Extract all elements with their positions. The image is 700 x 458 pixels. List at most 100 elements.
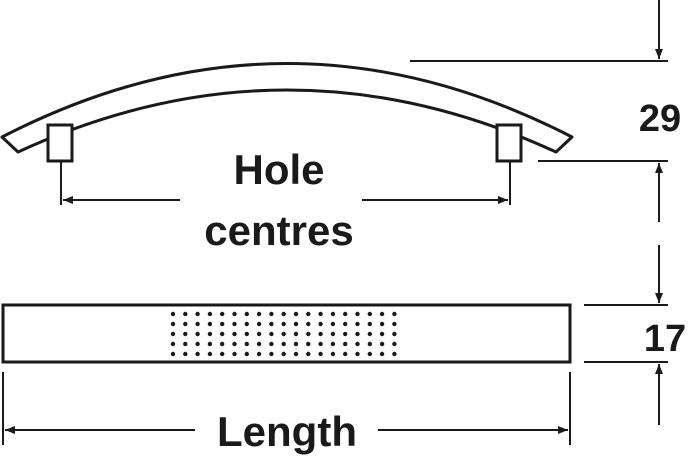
pattern-dot — [318, 321, 323, 327]
pattern-dot — [306, 341, 311, 347]
pattern-dot — [170, 331, 176, 337]
pattern-dot — [207, 311, 213, 317]
pattern-dot — [367, 311, 372, 317]
pattern-dot — [318, 311, 323, 317]
length-dimension — [2, 372, 571, 445]
pattern-dot — [195, 351, 200, 357]
pattern-dot — [355, 311, 360, 317]
pattern-dot — [183, 321, 188, 327]
pattern-dot — [392, 341, 397, 347]
pattern-dot — [343, 341, 348, 347]
pattern-dot — [306, 321, 311, 327]
pattern-dot — [318, 351, 323, 357]
pattern-dot — [379, 331, 385, 337]
pattern-dot — [293, 311, 299, 317]
pattern-dot — [379, 321, 385, 327]
hole-label: Hole — [233, 146, 324, 193]
pattern-dot — [183, 311, 188, 317]
pattern-dot — [195, 331, 200, 337]
pattern-dot — [293, 341, 299, 347]
pattern-dot — [195, 311, 200, 317]
pattern-dot — [183, 351, 188, 357]
pattern-dot — [392, 351, 397, 357]
pattern-dot — [355, 321, 360, 327]
pattern-dot — [343, 311, 348, 317]
pattern-dot — [367, 341, 372, 347]
width-value: 17 — [644, 318, 686, 360]
pattern-dot — [232, 321, 237, 327]
pattern-dot — [379, 341, 385, 347]
pattern-dot — [281, 341, 286, 347]
pattern-dot — [256, 331, 262, 337]
pattern-dot — [269, 321, 274, 327]
pattern-dot — [207, 341, 213, 347]
pattern-dot — [170, 321, 176, 327]
pattern-dot — [232, 331, 237, 337]
pattern-dot — [183, 331, 188, 337]
pattern-dot — [256, 311, 262, 317]
pattern-dot — [170, 311, 176, 317]
handle-top-view — [1, 303, 572, 364]
pattern-dot — [220, 351, 225, 357]
pattern-dot — [220, 321, 225, 327]
pattern-dot — [392, 311, 397, 317]
pattern-dot — [244, 321, 249, 327]
pattern-dot — [306, 331, 311, 337]
pattern-dot — [207, 321, 213, 327]
centres-label: centres — [204, 207, 353, 254]
pattern-dot — [281, 311, 286, 317]
pattern-dot — [306, 311, 311, 317]
pattern-dot — [293, 321, 299, 327]
pattern-dot — [269, 341, 274, 347]
pattern-dot — [392, 331, 397, 337]
pattern-dot — [220, 311, 225, 317]
pattern-dot — [256, 321, 262, 327]
pattern-dot — [269, 331, 274, 337]
pattern-dot — [195, 321, 200, 327]
pattern-dot — [220, 331, 225, 337]
pattern-dot — [183, 341, 188, 347]
pattern-dot — [343, 351, 348, 357]
height-dimension — [410, 0, 668, 222]
pattern-dot — [281, 321, 286, 327]
pattern-dot — [343, 321, 348, 327]
height-value: 29 — [639, 98, 681, 140]
pattern-dot — [281, 331, 286, 337]
pattern-dot — [170, 351, 176, 357]
length-label: Length — [217, 408, 357, 455]
hole-centres-dimension — [60, 161, 511, 205]
pattern-dot — [392, 321, 397, 327]
handle-bar-outline — [1, 303, 572, 364]
pattern-dot — [379, 351, 385, 357]
pattern-dot — [244, 311, 249, 317]
pattern-dot — [269, 311, 274, 317]
pattern-dot — [318, 331, 323, 337]
pattern-dot — [256, 341, 262, 347]
pattern-dot — [232, 311, 237, 317]
handle-bow-outline — [0, 62, 574, 154]
pattern-dot — [330, 311, 336, 317]
pattern-dot — [293, 351, 299, 357]
pattern-dot — [330, 341, 336, 347]
left-leg — [46, 123, 74, 163]
pattern-dot — [195, 341, 200, 347]
pattern-dot — [232, 351, 237, 357]
pattern-dot — [306, 351, 311, 357]
pattern-dot — [293, 331, 299, 337]
pattern-dot — [244, 331, 249, 337]
pattern-dot — [367, 321, 372, 327]
pattern-dot — [244, 341, 249, 347]
pattern-dot — [379, 311, 385, 317]
pattern-dot — [355, 331, 360, 337]
pattern-dot — [367, 331, 372, 337]
width-dimension — [584, 245, 668, 425]
pattern-dot — [330, 321, 336, 327]
pattern-dot — [367, 351, 372, 357]
pattern-dot — [232, 341, 237, 347]
pattern-dot — [269, 351, 274, 357]
dot-pattern — [170, 311, 397, 357]
pattern-dot — [207, 331, 213, 337]
pattern-dot — [343, 331, 348, 337]
pattern-dot — [281, 351, 286, 357]
